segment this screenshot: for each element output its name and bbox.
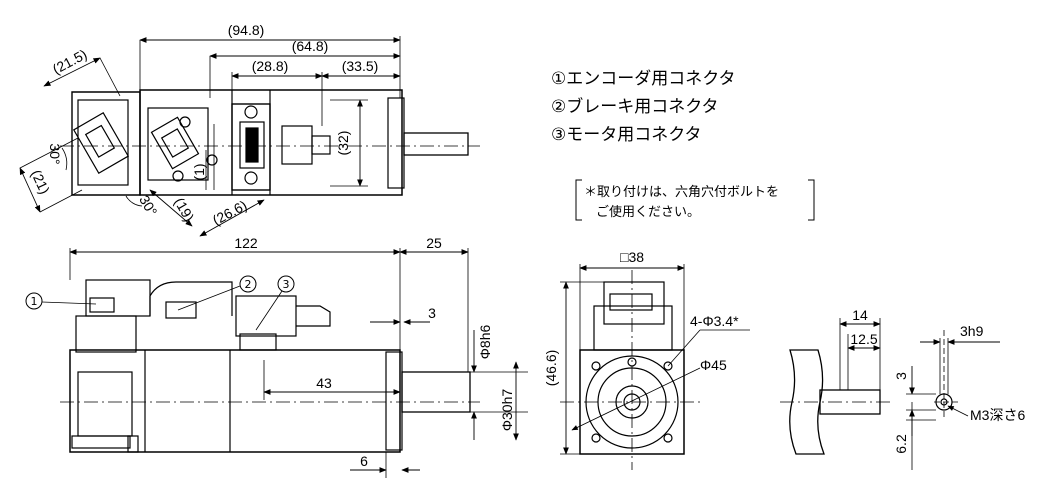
top-motor-body — [139, 89, 403, 196]
side-view — [41, 248, 528, 478]
dim-m3: M3深さ6 — [970, 407, 1025, 423]
dim-30deg-left: 30° — [47, 143, 63, 164]
side-view-labels: 122 25 3 43 6 Φ8h6 Φ30h7 — [234, 235, 515, 469]
connector-legend: ①エンコーダ用コネクタ ②ブレーキ用コネクタ ③モータ用コネクタ — [551, 69, 736, 145]
dim-3h9: 3h9 — [960, 323, 984, 339]
dim-122: 122 — [234, 235, 258, 251]
dim-32: (32) — [335, 131, 351, 156]
dim-64-8: (64.8) — [292, 38, 329, 54]
dim-19: (19) — [171, 195, 197, 225]
dim-28-8: (28.8) — [252, 58, 289, 74]
dim-3-shaft: 3 — [893, 372, 909, 380]
dim-14: 14 — [852, 307, 868, 323]
dim-6: 6 — [360, 453, 368, 469]
legend-item-encoder: ①エンコーダ用コネクタ — [551, 69, 736, 89]
legend-item-brake: ②ブレーキ用コネクタ — [551, 96, 719, 117]
top-view-labels: (94.8) (64.8) (28.8) (33.5) (32) (21.5) … — [28, 22, 378, 228]
dim-12-5: 12.5 — [850, 331, 877, 347]
dim-25: 25 — [426, 235, 442, 251]
dim-holes: 4-Φ3.4* — [690, 313, 739, 329]
top-shaft — [403, 132, 469, 156]
top-brake-connector — [150, 116, 200, 170]
legend-item-motor: ③モータ用コネクタ — [551, 125, 702, 145]
side-motor-body — [69, 349, 401, 453]
callout-3: 3 — [283, 278, 290, 291]
front-view-labels: □38 (46.6) 4-Φ3.4* Φ45 — [543, 249, 739, 386]
shaft-detail — [780, 318, 1000, 470]
dim-21: (21) — [28, 167, 53, 196]
dim-1: (1) — [191, 163, 207, 180]
dim-43: 43 — [316, 375, 332, 391]
mounting-note: ＊取り付けは、六角穴付ボルトを ご使用ください。 — [575, 179, 815, 221]
top-view — [19, 36, 480, 237]
dim-46-6: (46.6) — [543, 350, 559, 387]
callouts: 1 2 3 — [25, 275, 295, 310]
dim-94-8: (94.8) — [228, 22, 265, 38]
callout-2: 2 — [245, 278, 252, 291]
note-line-2: ご使用ください。 — [596, 204, 700, 220]
dim-phi8h6: Φ8h6 — [477, 325, 493, 360]
dim-33-5: (33.5) — [342, 58, 379, 74]
dim-phi45: Φ45 — [700, 357, 727, 373]
note-line-1: ＊取り付けは、六角穴付ボルトを — [584, 185, 779, 200]
dim-6-2: 6.2 — [893, 434, 909, 454]
dim-phi30h7: Φ30h7 — [499, 389, 515, 432]
dim-26-6: (26.6) — [210, 197, 250, 228]
top-motor-connector — [231, 103, 271, 191]
side-shaft — [401, 371, 471, 413]
front-view — [560, 264, 750, 470]
dim-3-side: 3 — [428, 305, 436, 321]
dim-square-38: □38 — [620, 249, 644, 265]
top-encoder-connector — [72, 112, 130, 174]
dim-21-5: (21.5) — [50, 46, 90, 77]
shaft-detail-labels: 14 12.5 3h9 3 6.2 M3深さ6 — [850, 307, 1025, 454]
callout-1: 1 — [31, 295, 38, 308]
